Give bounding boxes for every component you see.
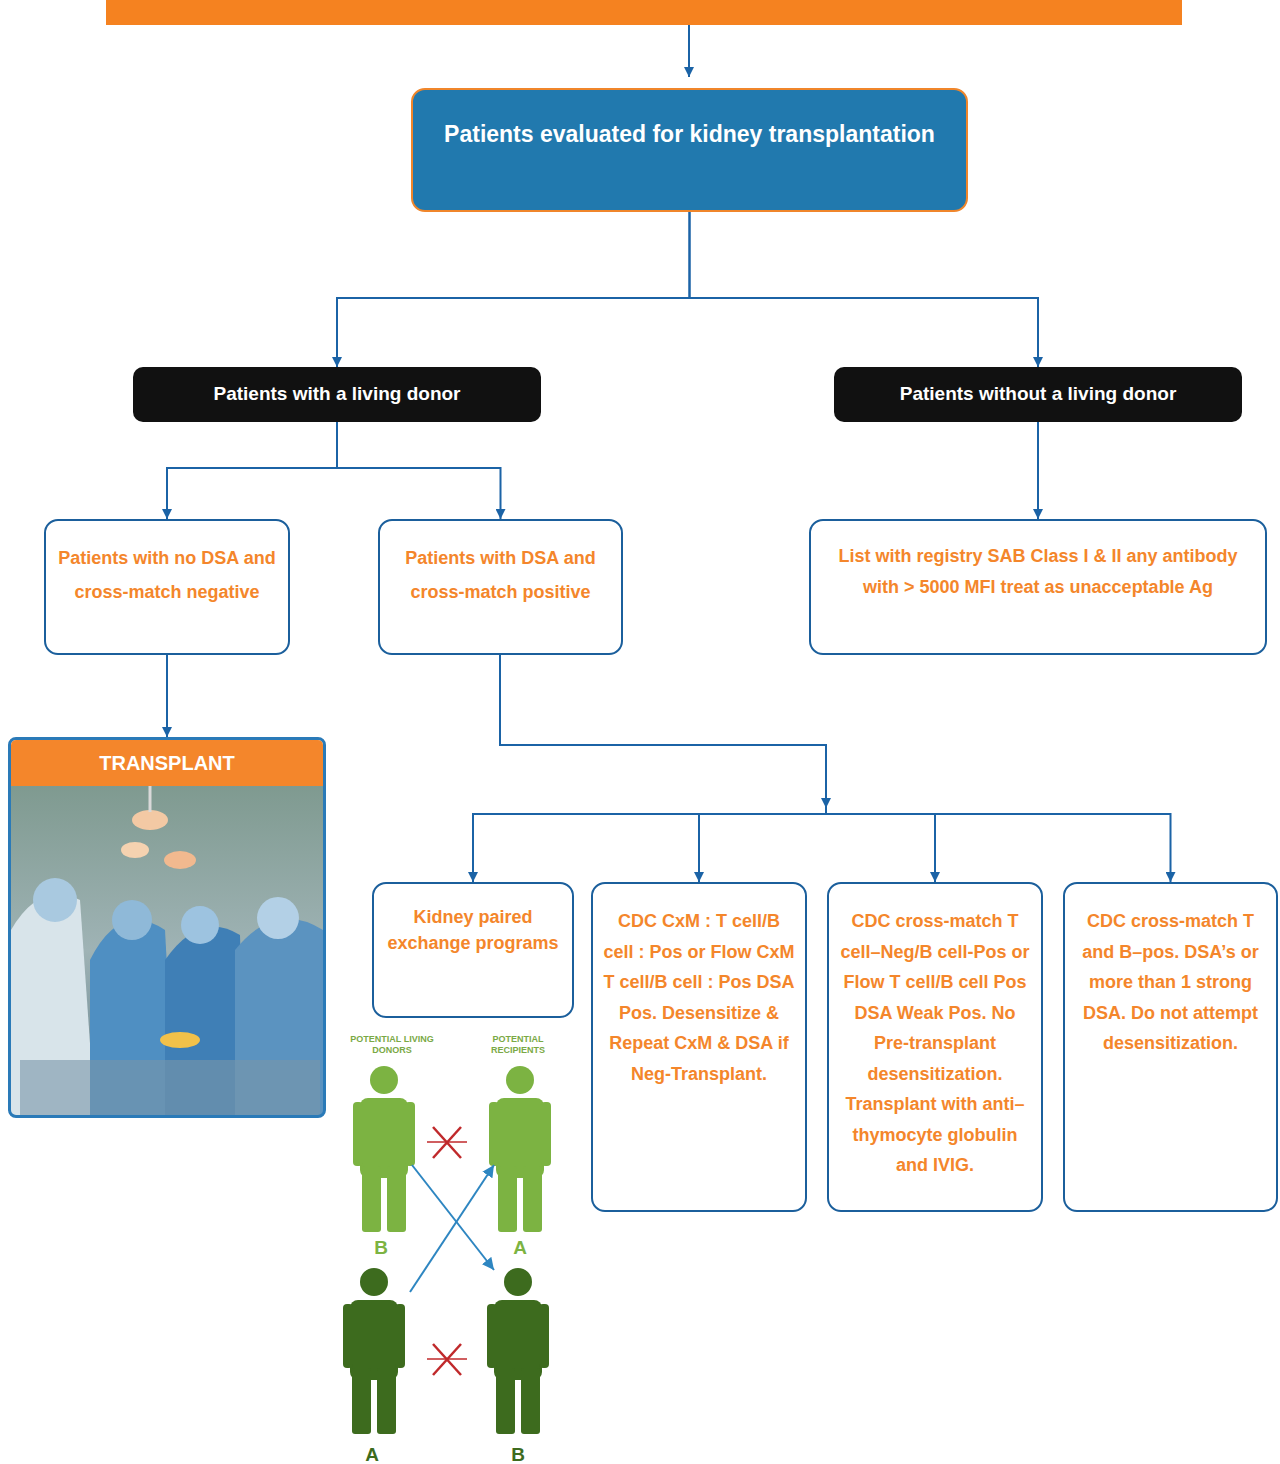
connector-arrow xyxy=(167,422,337,519)
action-box: List with registry SAB Class I & II any … xyxy=(809,519,1267,655)
option-box: Kidney paired exchange programs xyxy=(372,882,574,1018)
connector-arrow xyxy=(500,655,826,882)
surgeons xyxy=(11,878,323,1115)
blood-group-letter: B xyxy=(366,1237,396,1259)
banner-arrow xyxy=(688,25,690,77)
person-icon xyxy=(487,1268,549,1434)
node-text: Patients with a living donor xyxy=(145,381,529,407)
option-box: CDC cross-match T cell–Neg/B cell-Pos or… xyxy=(827,882,1043,1212)
option-box: CDC cross-match T and B–pos. DSA’s or mo… xyxy=(1063,882,1278,1212)
node-text: Patients evaluated for kidney transplant… xyxy=(433,118,946,150)
condition-box: Patients with no DSA and cross-match neg… xyxy=(44,519,290,655)
photo-ground xyxy=(11,786,323,1115)
figure-caption: POTENTIAL RECIPIENTS xyxy=(473,1034,563,1056)
condition-box: Patients with DSA and cross-match positi… xyxy=(378,519,623,655)
node-text: TRANSPLANT xyxy=(11,740,323,786)
connector-arrow xyxy=(337,422,501,519)
figure-caption: POTENTIAL LIVING DONORS xyxy=(347,1034,437,1056)
connector-arrow xyxy=(690,212,1039,367)
person-icon xyxy=(343,1268,405,1434)
node-text: List with registry SAB Class I & II any … xyxy=(819,541,1257,603)
connector-arrow xyxy=(473,655,826,882)
connector-arrow xyxy=(337,212,690,367)
no-match-cross xyxy=(427,1127,467,1375)
blood-group-letter: A xyxy=(357,1444,387,1464)
category-box: Patients without a living donor xyxy=(834,367,1242,422)
person-icon xyxy=(353,1066,415,1232)
connector-arrow xyxy=(1037,422,1039,519)
process-box: Patients evaluated for kidney transplant… xyxy=(411,88,968,212)
node-text: Patients with DSA and cross-match positi… xyxy=(388,541,613,609)
surgical-lamps xyxy=(121,786,196,869)
exchange-arrows xyxy=(410,1165,494,1292)
connector-arrow xyxy=(500,655,935,882)
option-box: CDC CxM : T cell/B cell : Pos or Flow Cx… xyxy=(591,882,807,1212)
connector-arrow xyxy=(166,655,168,737)
node-text: CDC cross-match T cell–Neg/B cell-Pos or… xyxy=(837,906,1033,1181)
connector-arrow xyxy=(500,655,1171,882)
person-icon xyxy=(489,1066,551,1232)
node-text: Patients with no DSA and cross-match neg… xyxy=(54,541,280,609)
node-text: CDC CxM : T cell/B cell : Pos or Flow Cx… xyxy=(601,906,797,1089)
node-text: Kidney paired exchange programs xyxy=(382,904,564,956)
category-box: Patients with a living donor xyxy=(133,367,541,422)
blood-group-letter: A xyxy=(505,1237,535,1259)
blood-group-letter: B xyxy=(503,1444,533,1464)
transplant-box: TRANSPLANT xyxy=(8,737,326,1118)
node-text: CDC cross-match T and B–pos. DSA’s or mo… xyxy=(1073,906,1268,1059)
node-text: Patients without a living donor xyxy=(846,381,1230,407)
top-banner xyxy=(106,0,1182,25)
